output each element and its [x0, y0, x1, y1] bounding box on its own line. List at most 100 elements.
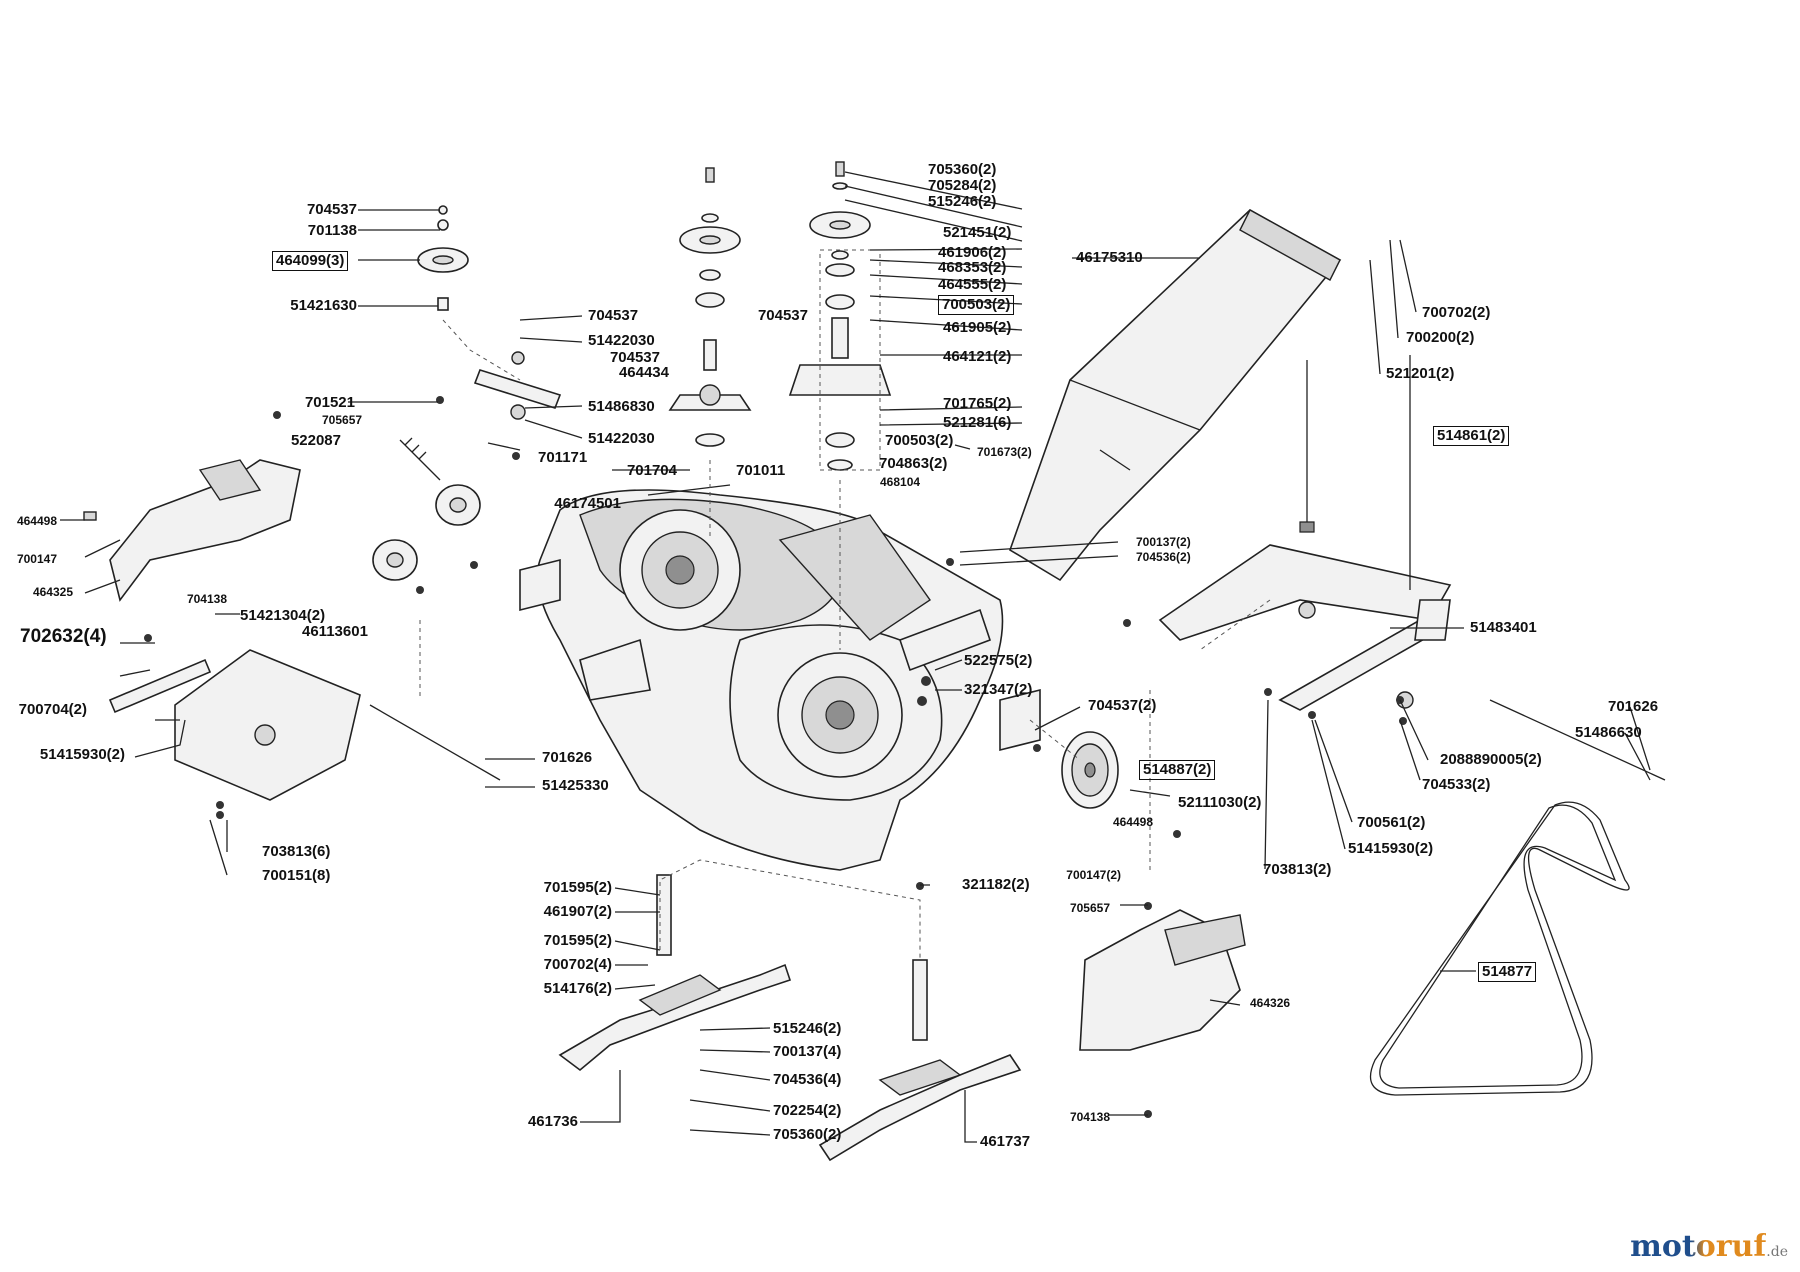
- discharge-chute: [1009, 209, 1342, 582]
- part-label: 700147: [16, 552, 57, 566]
- part-label: 705657: [322, 413, 363, 427]
- part-label: 461907(2): [543, 903, 612, 920]
- part-label: 701626: [542, 749, 593, 766]
- right-belt-guard: [1079, 909, 1246, 1051]
- part-label: 704537: [609, 349, 660, 366]
- part-label: 464325: [32, 585, 73, 599]
- blades: [558, 874, 1022, 1162]
- part-label: 515246(2): [773, 1020, 842, 1037]
- part-label: 321347(2): [964, 681, 1033, 698]
- part-label: 700137(2): [1136, 535, 1191, 549]
- part-label: 51415930(2): [1348, 840, 1434, 857]
- watermark-text: motoruf: [1630, 1229, 1767, 1264]
- part-label-boxed: 514861(2): [1433, 426, 1510, 446]
- part-label: 464434: [618, 364, 669, 381]
- right-spindle: [788, 161, 892, 471]
- part-label: 701704: [626, 462, 677, 479]
- part-label: 461905(2): [943, 319, 1012, 336]
- rear-axle-frame: [1158, 544, 1666, 781]
- part-label: 52111030(2): [1178, 794, 1262, 811]
- part-label: 51422030: [588, 332, 655, 349]
- left-belt-guard: [83, 459, 301, 602]
- part-label-boxed: 464099(3): [272, 251, 349, 271]
- part-label: 704138: [186, 592, 227, 606]
- part-label: 521281(6): [943, 414, 1012, 431]
- fasteners: [144, 396, 1407, 1118]
- part-label: 51486630: [1575, 724, 1642, 741]
- part-label: 468353(2): [938, 259, 1007, 276]
- watermark-suffix: .de: [1766, 1244, 1788, 1260]
- mounting-bracket: [108, 649, 501, 801]
- part-label: 704537: [588, 307, 639, 324]
- drive-belt: [1369, 801, 1630, 1096]
- leader-lines: [60, 171, 1651, 1143]
- part-label: 704537(2): [1088, 697, 1157, 714]
- part-label: 700503(2): [885, 432, 954, 449]
- part-label: 468104: [880, 475, 921, 489]
- part-label: 700151(8): [262, 867, 331, 884]
- part-label: 701171: [538, 449, 588, 466]
- part-label: 700147(2): [1066, 868, 1121, 882]
- center-spindle: [668, 167, 752, 447]
- part-label: 51421630: [290, 297, 357, 314]
- part-label: 51486830: [588, 398, 655, 415]
- watermark: motoruf.de: [1630, 1229, 1788, 1264]
- part-label: 51421304(2): [240, 607, 326, 624]
- wheel: [1061, 731, 1119, 809]
- part-label: 701626: [1608, 698, 1659, 715]
- part-label-boxed: 700503(2): [938, 295, 1015, 315]
- part-label: 700702(4): [543, 956, 612, 973]
- part-label: 464121(2): [943, 348, 1012, 365]
- part-label: 51422030: [588, 430, 655, 447]
- part-label: 702254(2): [773, 1102, 842, 1119]
- idler-arm: [372, 351, 562, 581]
- part-label: 704138: [1069, 1110, 1110, 1124]
- part-label: 2088890005(2): [1440, 751, 1542, 768]
- part-label: 704536(4): [773, 1071, 842, 1088]
- part-label: 705284(2): [928, 177, 997, 194]
- part-label: 461737: [980, 1133, 1031, 1150]
- part-label: 701595(2): [543, 932, 612, 949]
- part-label-boxed: 514877: [1478, 962, 1537, 982]
- part-label: 701765(2): [943, 395, 1012, 412]
- part-label: 461736: [527, 1113, 578, 1130]
- part-label: 703813(2): [1263, 861, 1332, 878]
- assembly-guides: [419, 319, 1271, 960]
- left-pulley: [417, 205, 469, 311]
- part-label: 704537: [757, 307, 808, 324]
- part-label: 515246(2): [928, 193, 997, 210]
- part-label: 704863(2): [879, 455, 948, 472]
- part-label: 705360(2): [773, 1126, 842, 1143]
- part-label: 701595(2): [543, 879, 612, 896]
- part-label: 701521: [304, 394, 355, 411]
- part-label: 522087: [290, 432, 341, 449]
- part-label: 521451(2): [943, 224, 1012, 241]
- mower-deck: [519, 489, 1041, 871]
- part-label: 46174501: [554, 495, 621, 512]
- part-label: 46113601: [302, 623, 368, 640]
- part-label: 701011: [736, 462, 786, 479]
- part-label: 705360(2): [928, 161, 997, 178]
- part-label: 464498: [16, 514, 57, 528]
- part-label: 700137(4): [773, 1043, 842, 1060]
- part-label: 700702(2): [1422, 304, 1491, 321]
- part-label: 321182(2): [962, 876, 1030, 893]
- part-label-boxed: 514887(2): [1139, 760, 1216, 780]
- part-label: 704533(2): [1422, 776, 1491, 793]
- part-label: 51415930(2): [39, 746, 125, 763]
- part-label: 702632(4): [20, 626, 107, 647]
- part-label: 703813(6): [262, 843, 331, 860]
- part-label: 701673(2): [977, 445, 1032, 459]
- part-label: 51425330: [542, 777, 609, 794]
- part-label: 701138: [307, 222, 357, 239]
- part-label: 705657: [1069, 901, 1110, 915]
- part-label: 700704(2): [18, 701, 87, 718]
- part-label: 464498: [1112, 815, 1153, 829]
- part-label: 464326: [1250, 996, 1291, 1010]
- part-label: 46175310: [1076, 249, 1143, 266]
- part-label: 522575(2): [964, 652, 1033, 669]
- part-label: 461906(2): [938, 244, 1007, 261]
- part-label: 521201(2): [1386, 365, 1455, 382]
- part-label: 464555(2): [938, 276, 1007, 293]
